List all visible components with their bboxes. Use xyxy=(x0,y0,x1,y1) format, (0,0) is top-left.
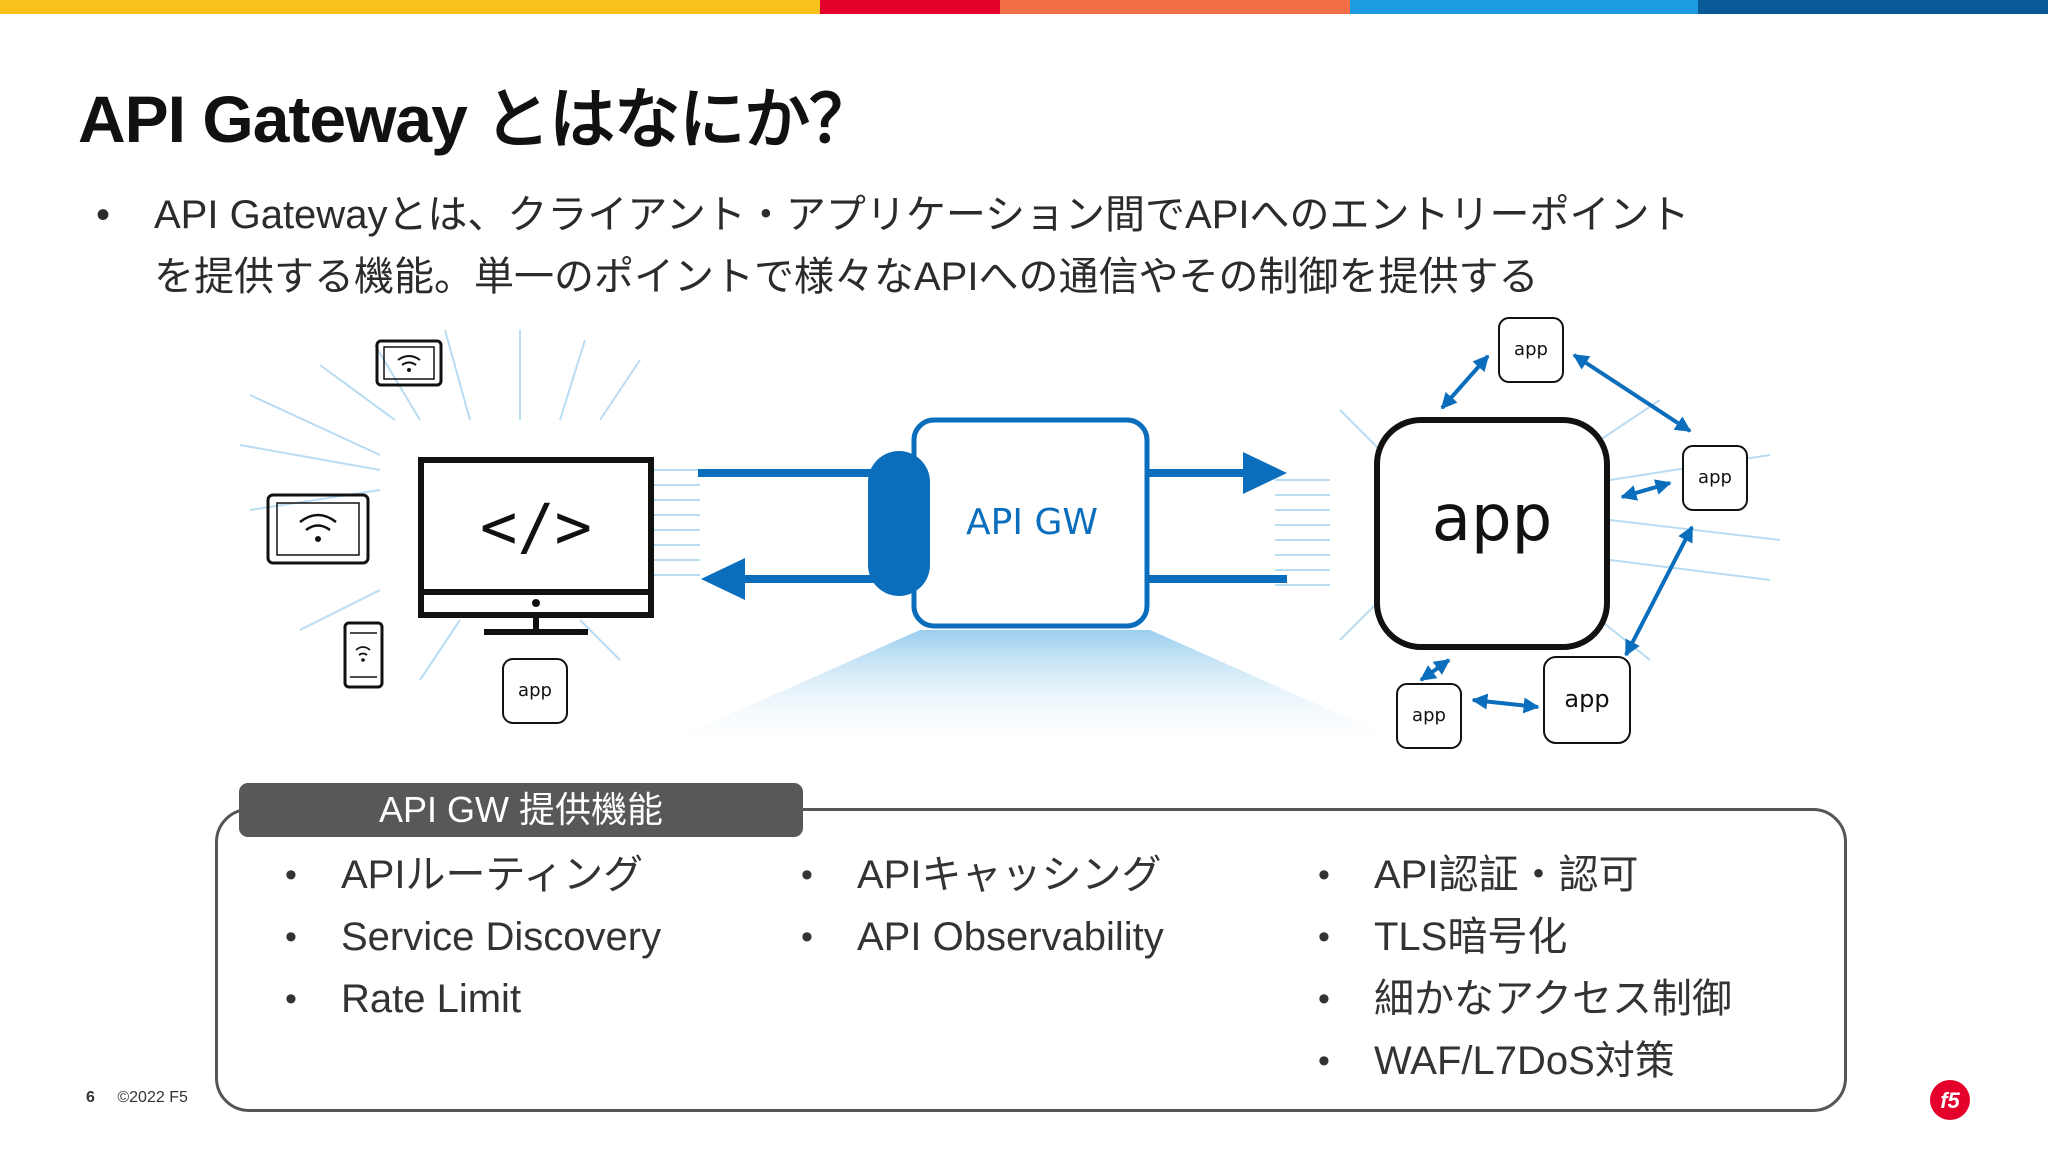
arrow-right-to-bottom xyxy=(1624,525,1694,657)
traffic-arrows xyxy=(698,452,1287,600)
tablet-icon xyxy=(375,339,443,387)
gateway-label: API GW xyxy=(966,502,1098,543)
smartphone-icon xyxy=(343,621,384,689)
slide-title: API Gateway とはなにか？ xyxy=(78,82,875,156)
slide-footer: 6 ©2022 F5 xyxy=(86,1089,188,1107)
intro-line: を提供する機能。単一のポイントで様々なAPIへの通信やその制御を提供する xyxy=(154,255,1539,299)
feature-item: Service Discovery xyxy=(285,906,661,968)
app-label: app xyxy=(1564,685,1609,713)
intro-text: API Gatewayとは、クライアント・アプリケーション間でAPIへのエントリ… xyxy=(154,184,1814,308)
topbar-red xyxy=(820,0,1000,14)
logo-text: f5 xyxy=(1940,1088,1960,1113)
arrow-main-to-right xyxy=(1620,479,1672,501)
app-label: app xyxy=(1514,339,1548,360)
topbar-blue xyxy=(1350,0,1698,14)
forward-arrowhead xyxy=(1243,452,1287,494)
page-number: 6 xyxy=(86,1089,95,1106)
response-arrowhead xyxy=(701,558,745,600)
feature-item: APIルーティング xyxy=(285,844,661,906)
feature-item: Rate Limit xyxy=(285,968,661,1030)
feature-column: APIキャッシング API Observability xyxy=(801,844,1164,968)
feature-item: API認証・認可 xyxy=(1318,844,1732,906)
main-app-box: app xyxy=(1374,417,1610,650)
feature-item: 細かなアクセス制御 xyxy=(1318,968,1732,1030)
arrow-small-to-main xyxy=(1419,658,1451,682)
client-monitor: </> xyxy=(418,457,654,635)
f5-logo: f5 xyxy=(1930,1080,1970,1120)
arrow-main-to-top xyxy=(1440,354,1490,410)
microservice-app-box: app xyxy=(1682,445,1748,511)
feature-item: APIキャッシング xyxy=(801,844,1164,906)
feature-column: APIルーティング Service Discovery Rate Limit xyxy=(285,844,661,1030)
main-app-label: app xyxy=(1432,482,1552,556)
topbar-orange xyxy=(1000,0,1350,14)
top-color-bar xyxy=(0,0,2048,14)
microservice-app-box: app xyxy=(1543,656,1631,744)
feature-item: WAF/L7DoS対策 xyxy=(1318,1030,1732,1092)
gateway-entry-pill xyxy=(868,451,930,596)
topbar-yellow xyxy=(0,0,820,14)
arrow-small-to-bottom xyxy=(1471,693,1540,714)
client-rays xyxy=(239,329,700,681)
app-label: app xyxy=(1698,467,1732,488)
microservice-arrows xyxy=(1419,353,1694,714)
api-gateway-box: API GW xyxy=(868,417,1150,629)
bullet-glyph: • xyxy=(96,193,111,237)
features-tab-label: API GW 提供機能 xyxy=(239,783,803,837)
app-label: app xyxy=(1412,705,1446,726)
copyright: ©2022 F5 xyxy=(117,1089,188,1106)
client-app-box: app xyxy=(502,658,568,724)
microservice-app-box: app xyxy=(1498,317,1564,383)
code-tag-icon: </> xyxy=(480,490,592,563)
feature-item: TLS暗号化 xyxy=(1318,906,1732,968)
gateway-beam xyxy=(650,630,1420,750)
feature-column: API認証・認可 TLS暗号化 細かなアクセス制御 WAF/L7DoS対策 xyxy=(1318,844,1732,1092)
features-panel xyxy=(215,808,1847,1112)
microservice-app-box: app xyxy=(1396,683,1462,749)
topbar-navy xyxy=(1698,0,2048,14)
feature-item: API Observability xyxy=(801,906,1164,968)
tablet-icon xyxy=(266,493,370,565)
arrow-top-to-right xyxy=(1572,353,1692,433)
app-label: app xyxy=(518,680,552,701)
intro-line: API Gatewayとは、クライアント・アプリケーション間でAPIへのエントリ… xyxy=(154,193,1690,237)
